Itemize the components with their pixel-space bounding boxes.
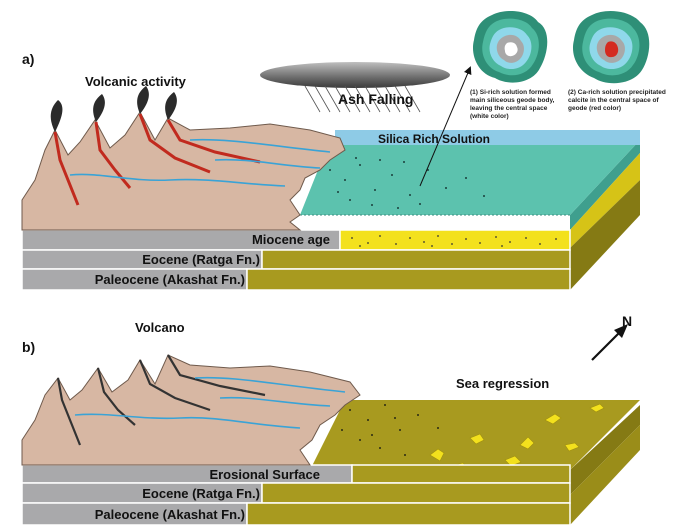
north-arrow-label: N xyxy=(622,313,632,329)
svg-text:(white color): (white color) xyxy=(470,113,509,120)
layer-erosional-olive xyxy=(351,464,571,484)
layer-paleocene-b-olive xyxy=(246,502,571,526)
geode-note-1: (1) Si-rich solution formed main siliceo… xyxy=(470,89,555,120)
svg-text:leaving the central space: leaving the central space xyxy=(470,105,548,112)
volcano-label: Volcano xyxy=(135,320,185,335)
volcanic-activity-label: Volcanic activity xyxy=(85,74,187,89)
stratum-a-3: Paleocene (Akashat Fn.) xyxy=(95,272,245,287)
smoke-plumes xyxy=(50,86,177,132)
north-arrow: N xyxy=(591,313,632,361)
layer-eocene-olive xyxy=(261,249,571,270)
rivers-b xyxy=(74,376,346,429)
ash-rain xyxy=(304,85,421,113)
svg-text:(2) Ca-rich solution precipita: (2) Ca-rich solution precipitated xyxy=(568,89,666,96)
rivers-a xyxy=(69,138,331,187)
land-a xyxy=(21,111,346,231)
geode-2 xyxy=(572,10,650,84)
block-a-side xyxy=(570,140,640,290)
layer-paleocene-olive xyxy=(246,268,571,291)
silica-solution-label: Silica Rich Solution xyxy=(378,132,490,146)
stratum-b-1: Erosional Surface xyxy=(209,467,320,482)
layer-miocene-sand xyxy=(339,229,571,251)
svg-text:(1) Si-rich solution formed: (1) Si-rich solution formed xyxy=(470,89,551,96)
layer-eocene-b-olive xyxy=(261,482,571,504)
stratum-b-2: Eocene (Ratga Fn.) xyxy=(142,486,260,501)
sea-regression-label: Sea regression xyxy=(456,376,549,391)
panel-b: b) Volcano N xyxy=(21,313,640,526)
block-b-side xyxy=(570,405,640,525)
stratum-a-1: Miocene age xyxy=(252,232,330,247)
panel-a: a) xyxy=(21,10,666,291)
geode-pointer-arrow xyxy=(419,66,472,187)
sediment-dots xyxy=(341,404,439,456)
geode-1 xyxy=(472,10,548,83)
panel-a-letter: a) xyxy=(22,51,34,67)
land-b xyxy=(21,354,361,466)
svg-text:geode (red color): geode (red color) xyxy=(568,105,621,112)
sea-surface-a xyxy=(300,140,640,215)
ash-cloud xyxy=(260,62,450,88)
stratum-b-3: Paleocene (Akashat Fn.) xyxy=(95,507,245,522)
lava-flows xyxy=(53,113,261,206)
silica-band xyxy=(335,130,640,145)
sand-speckles xyxy=(351,235,557,247)
volcano-ridges xyxy=(56,354,266,446)
panel-b-letter: b) xyxy=(22,339,35,355)
svg-text:main siliceous geode body,: main siliceous geode body, xyxy=(470,97,555,104)
strata-b xyxy=(21,464,571,526)
stratum-a-2: Eocene (Ratga Fn.) xyxy=(142,252,260,267)
ash-falling-label: Ash Falling xyxy=(338,91,413,107)
geode-note-2: (2) Ca-rich solution precipitated calcit… xyxy=(568,89,666,112)
svg-text:calcite in the central space o: calcite in the central space of xyxy=(568,97,660,104)
strata-a xyxy=(21,229,571,291)
